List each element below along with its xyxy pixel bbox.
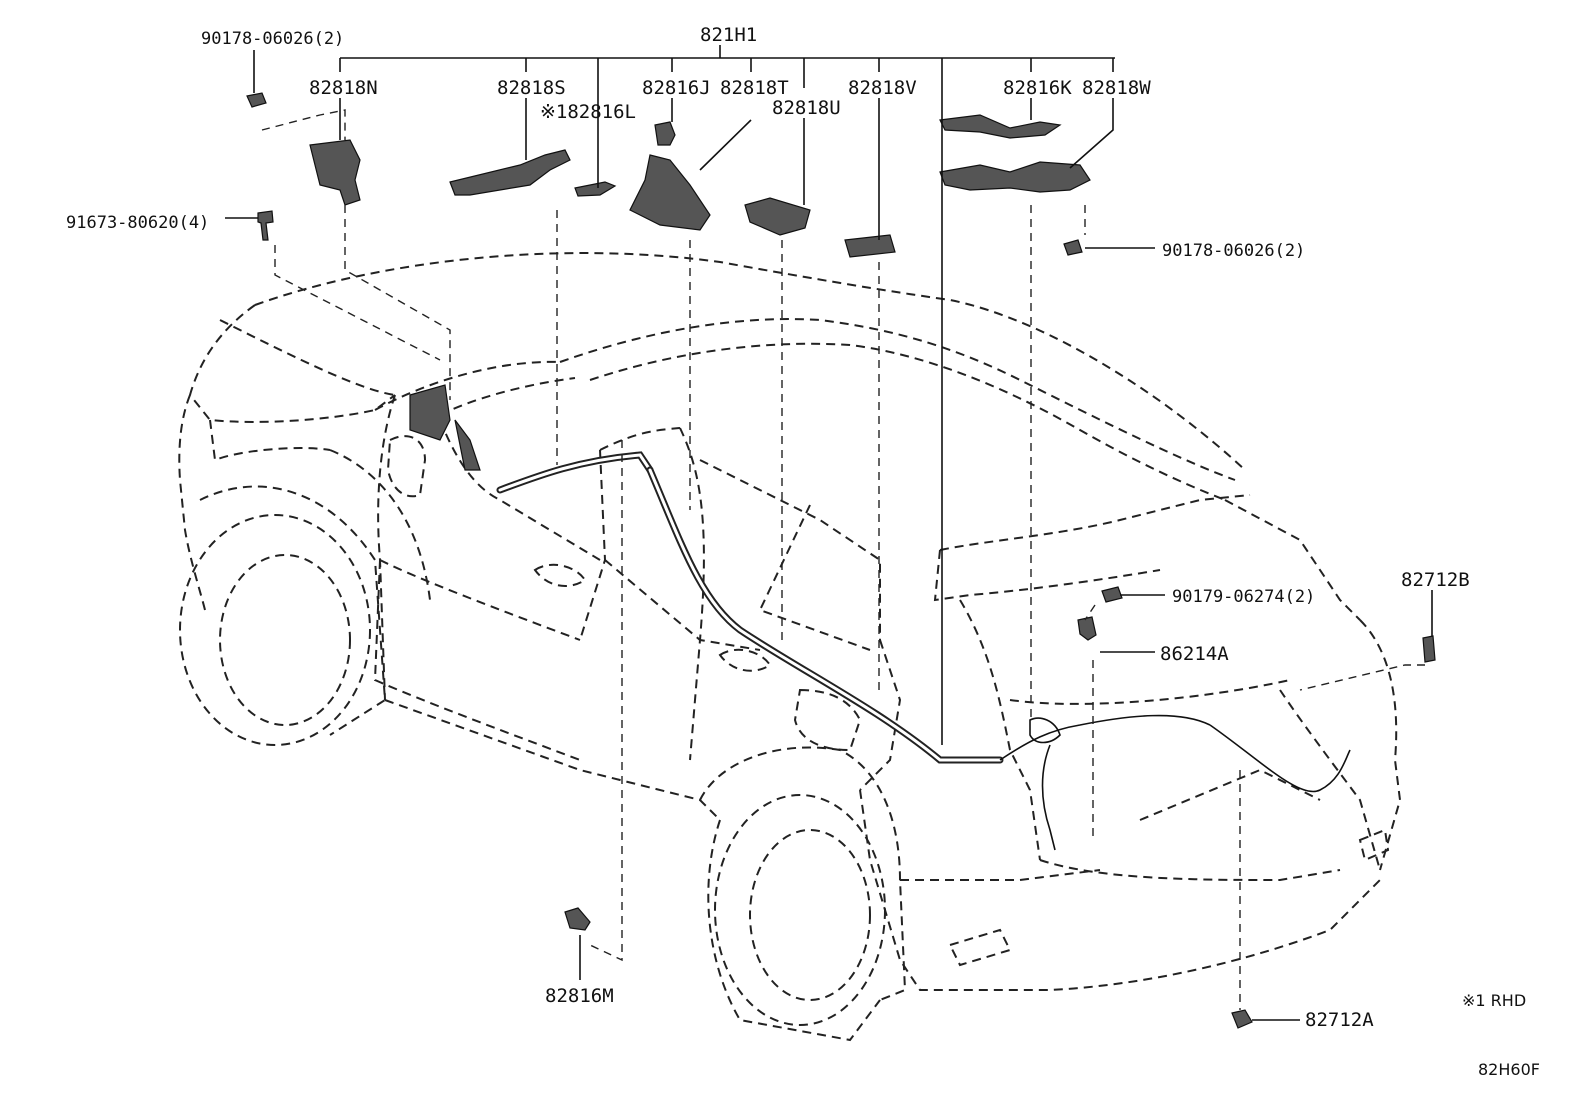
label-82818S: 82818S (497, 77, 566, 99)
part-82818V (844, 234, 896, 258)
label-82818V: 82818V (848, 77, 917, 99)
clip-icon (246, 92, 267, 108)
part-illustrations (246, 92, 1436, 1029)
part-82818W (939, 161, 1091, 193)
clip-icon (1063, 239, 1083, 256)
part-82816J (654, 121, 676, 146)
label-82818W: 82818W (1082, 77, 1151, 99)
part-labels: 821H1 90178-06026(2) 91673-80620(4) 9017… (66, 24, 1540, 1079)
part-82816K (939, 114, 1062, 139)
bolt-icon (257, 210, 274, 241)
label-bolt-left: 91673-80620(4) (66, 213, 209, 233)
harness-routes (409, 384, 1351, 851)
label-821H1: 821H1 (700, 24, 757, 46)
label-82816M: 82816M (545, 985, 614, 1007)
part-82712B (1422, 635, 1436, 663)
clip-icon (1101, 586, 1123, 603)
part-82816L (574, 181, 617, 197)
label-82818U: 82818U (772, 97, 841, 119)
label-fastener-top-left: 90178-06026(2) (201, 29, 344, 49)
part-82818U (744, 197, 811, 236)
label-82816K: 82816K (1003, 77, 1072, 99)
label-82712A: 82712A (1305, 1009, 1374, 1031)
part-82818T (629, 154, 711, 231)
vehicle-outline (178, 252, 1402, 1042)
part-82818S (449, 149, 571, 196)
label-82818N: 82818N (309, 77, 378, 99)
label-82712B: 82712B (1401, 569, 1470, 591)
part-82818N (309, 139, 361, 206)
label-82816J: 82816J (642, 77, 711, 99)
label-86214A: 86214A (1160, 643, 1229, 665)
figure-code: 82H60F (1478, 1060, 1540, 1079)
label-fastener-right: 90178-06026(2) (1162, 241, 1305, 261)
part-82816M (564, 907, 591, 931)
leader-lines (225, 45, 1433, 1021)
label-82816L: ※182816L (540, 101, 636, 123)
part-86214A (1077, 616, 1097, 641)
label-fastener-rear: 90179-06274(2) (1172, 587, 1315, 607)
label-82818T: 82818T (720, 77, 789, 99)
part-82712A (1231, 1009, 1253, 1029)
footnote-rhd: ※1 RHD (1462, 991, 1526, 1010)
